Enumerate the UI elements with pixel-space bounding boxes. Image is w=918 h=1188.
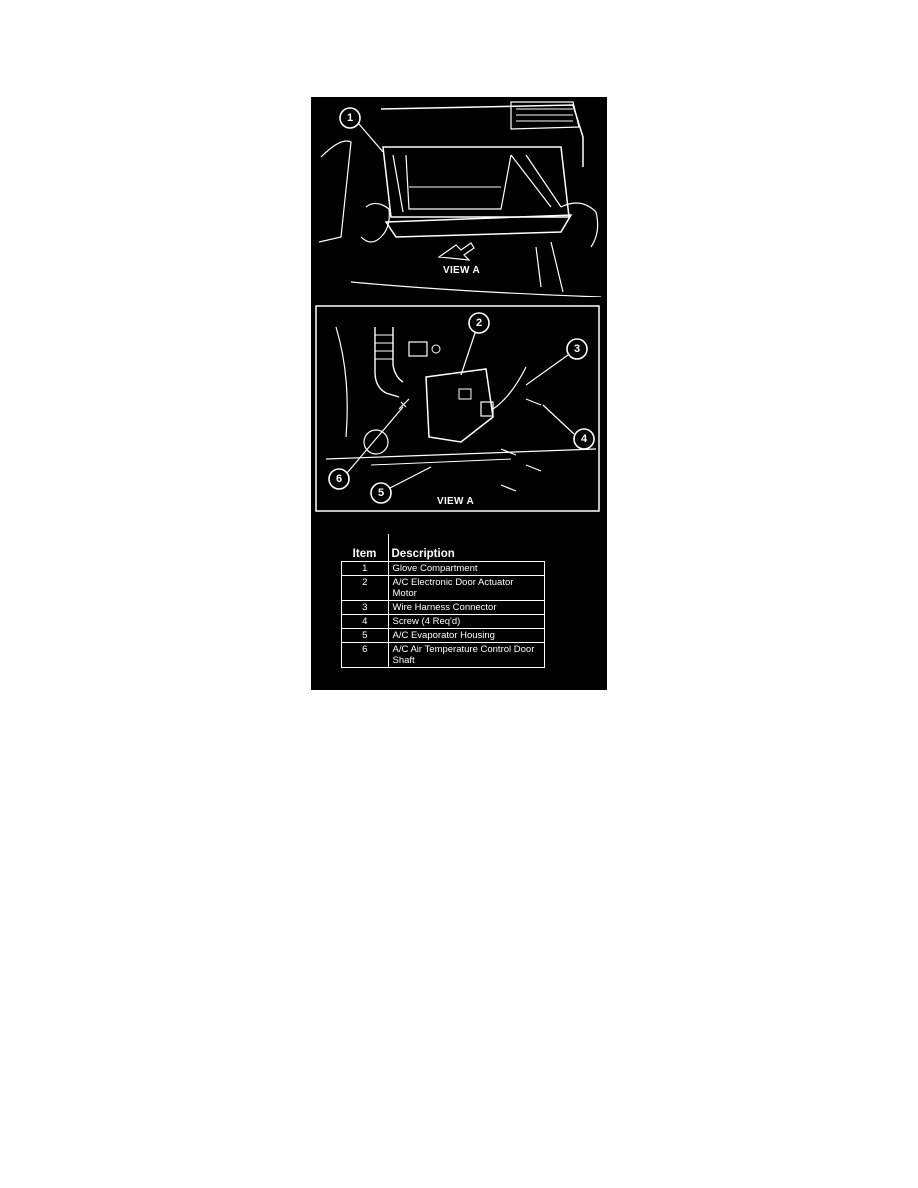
view-a-inset-illustration: [315, 305, 600, 512]
glove-compartment-illustration: [318, 101, 602, 297]
item-description: A/C Evaporator Housing: [388, 628, 545, 643]
header-description: Description: [388, 534, 545, 562]
service-figure: 1 2 3 4 5 6 VIEW A VIEW A Item Descripti…: [311, 97, 607, 690]
table-row: 4 Screw (4 Req'd): [341, 614, 545, 629]
item-number: 1: [341, 561, 389, 576]
item-description: Wire Harness Connector: [388, 600, 545, 615]
table-row: 1 Glove Compartment: [341, 561, 545, 576]
view-a-label-inset: VIEW A: [437, 496, 474, 507]
table-row: 3 Wire Harness Connector: [341, 600, 545, 615]
table-row: 2 A/C Electronic Door Actuator Motor: [341, 575, 545, 601]
header-item: Item: [341, 534, 389, 562]
callout-3: 3: [573, 343, 581, 355]
callout-6: 6: [335, 473, 343, 485]
item-description: Screw (4 Req'd): [388, 614, 545, 629]
parts-table: Item Description 1 Glove Compartment 2 A…: [341, 534, 545, 668]
item-description: Glove Compartment: [388, 561, 545, 576]
callout-1: 1: [346, 112, 354, 124]
item-number: 2: [341, 575, 389, 601]
item-description: A/C Electronic Door Actuator Motor: [388, 575, 545, 601]
item-description: A/C Air Temperature Control Door Shaft: [388, 642, 545, 668]
item-number: 5: [341, 628, 389, 643]
table-row: 6 A/C Air Temperature Control Door Shaft: [341, 642, 545, 668]
item-number: 3: [341, 600, 389, 615]
callout-2: 2: [475, 317, 483, 329]
callout-4: 4: [580, 433, 588, 445]
table-header-row: Item Description: [341, 534, 545, 562]
item-number: 6: [341, 642, 389, 668]
view-a-label-top: VIEW A: [443, 265, 480, 276]
item-number: 4: [341, 614, 389, 629]
callout-5: 5: [377, 487, 385, 499]
table-row: 5 A/C Evaporator Housing: [341, 628, 545, 643]
